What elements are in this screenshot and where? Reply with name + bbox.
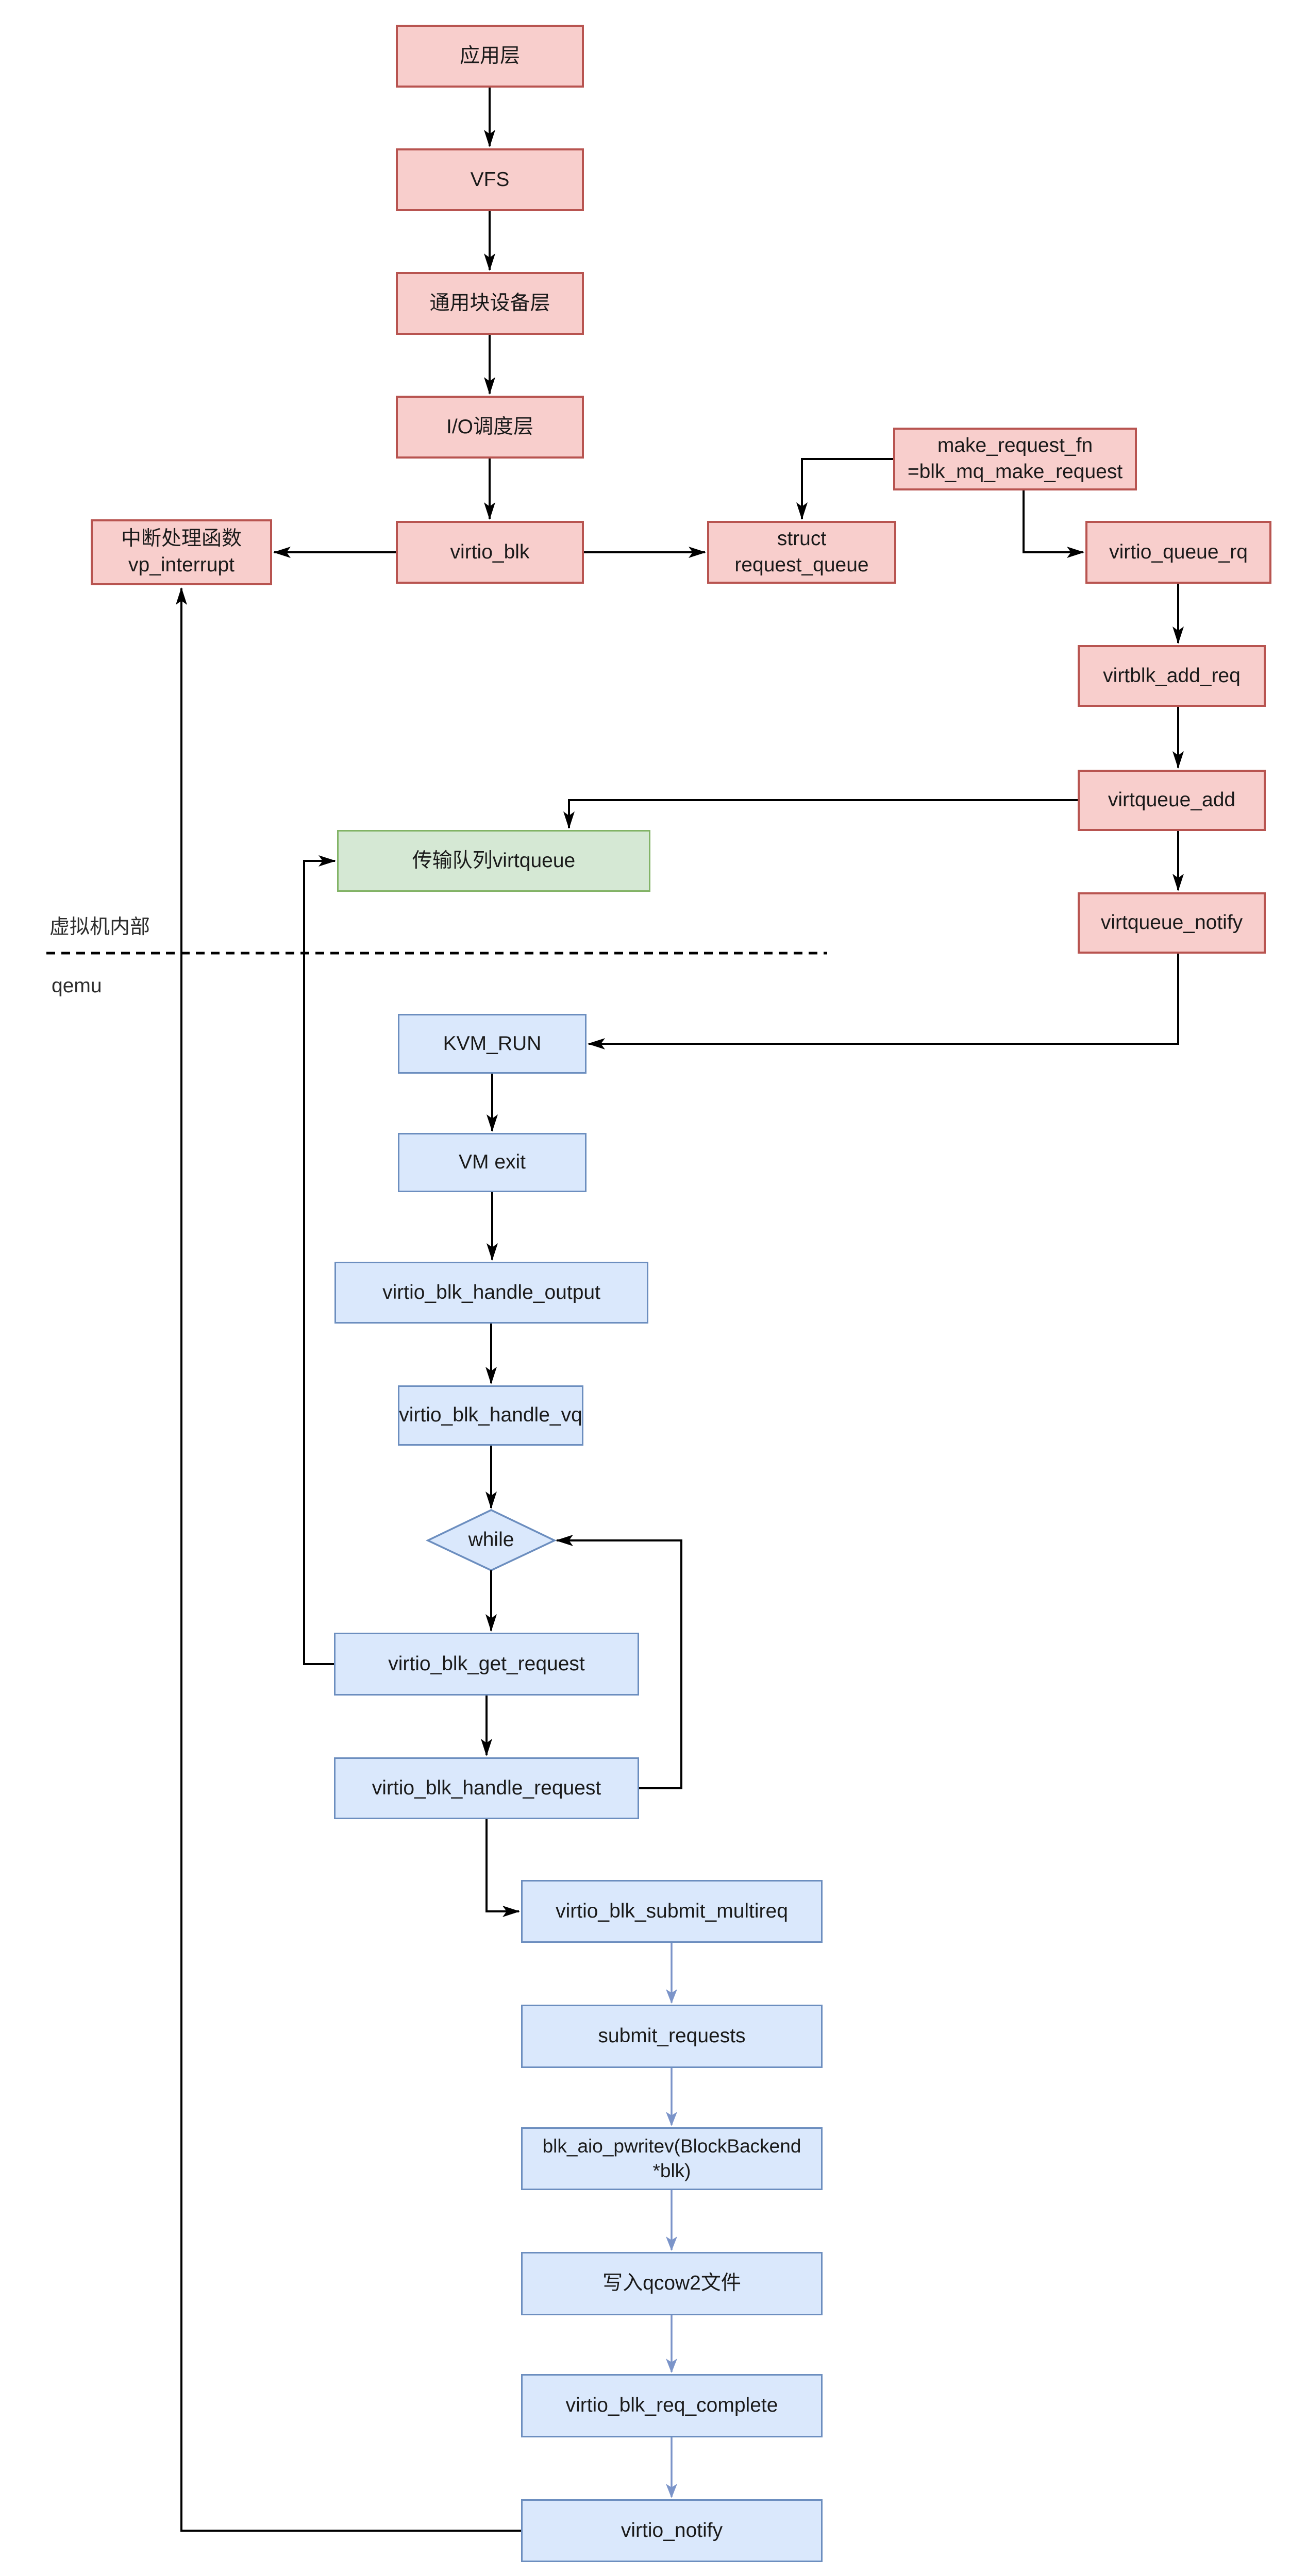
node-write-qcow2: 写入qcow2文件	[521, 2252, 823, 2315]
node-submit-requests: submit_requests	[521, 2005, 823, 2068]
node-virtqueue-notify: virtqueue_notify	[1078, 892, 1266, 954]
region-label-guest: 虚拟机内部	[49, 916, 150, 938]
node-virtblk-add-req: virtblk_add_req	[1078, 645, 1266, 707]
node-while-loop: while	[468, 1529, 514, 1551]
node-virtqueue: 传输队列virtqueue	[337, 830, 650, 892]
node-virtqueue-add: virtqueue_add	[1078, 770, 1266, 831]
node-vfs: VFS	[396, 148, 584, 211]
node-virtio-queue-rq: virtio_queue_rq	[1085, 521, 1271, 584]
node-struct-request-queue: struct request_queue	[707, 521, 896, 584]
node-virtio-blk-req-complete: virtio_blk_req_complete	[521, 2374, 823, 2437]
node-generic-block-layer: 通用块设备层	[396, 272, 584, 335]
node-virtio-blk: virtio_blk	[396, 521, 584, 584]
node-virtio-blk-handle-output: virtio_blk_handle_output	[334, 1262, 648, 1324]
node-blk-aio-pwritev: blk_aio_pwritev(BlockBackend *blk)	[521, 2127, 823, 2190]
node-virtio-blk-handle-request: virtio_blk_handle_request	[334, 1757, 639, 1819]
node-io-scheduler-layer: I/O调度层	[396, 396, 584, 459]
node-virtio-notify: virtio_notify	[521, 2499, 823, 2562]
node-kvm-run: KVM_RUN	[398, 1014, 587, 1074]
node-virtio-blk-submit-multireq: virtio_blk_submit_multireq	[521, 1880, 823, 1943]
region-label-qemu: qemu	[52, 975, 102, 997]
node-vm-exit: VM exit	[398, 1133, 587, 1192]
node-virtio-blk-handle-vq: virtio_blk_handle_vq	[398, 1385, 583, 1446]
node-virtio-blk-get-request: virtio_blk_get_request	[334, 1633, 639, 1696]
node-vp-interrupt: 中断处理函数 vp_interrupt	[91, 519, 272, 585]
node-make-request-fn: make_request_fn =blk_mq_make_request	[893, 428, 1137, 490]
node-app-layer: 应用层	[396, 25, 584, 88]
